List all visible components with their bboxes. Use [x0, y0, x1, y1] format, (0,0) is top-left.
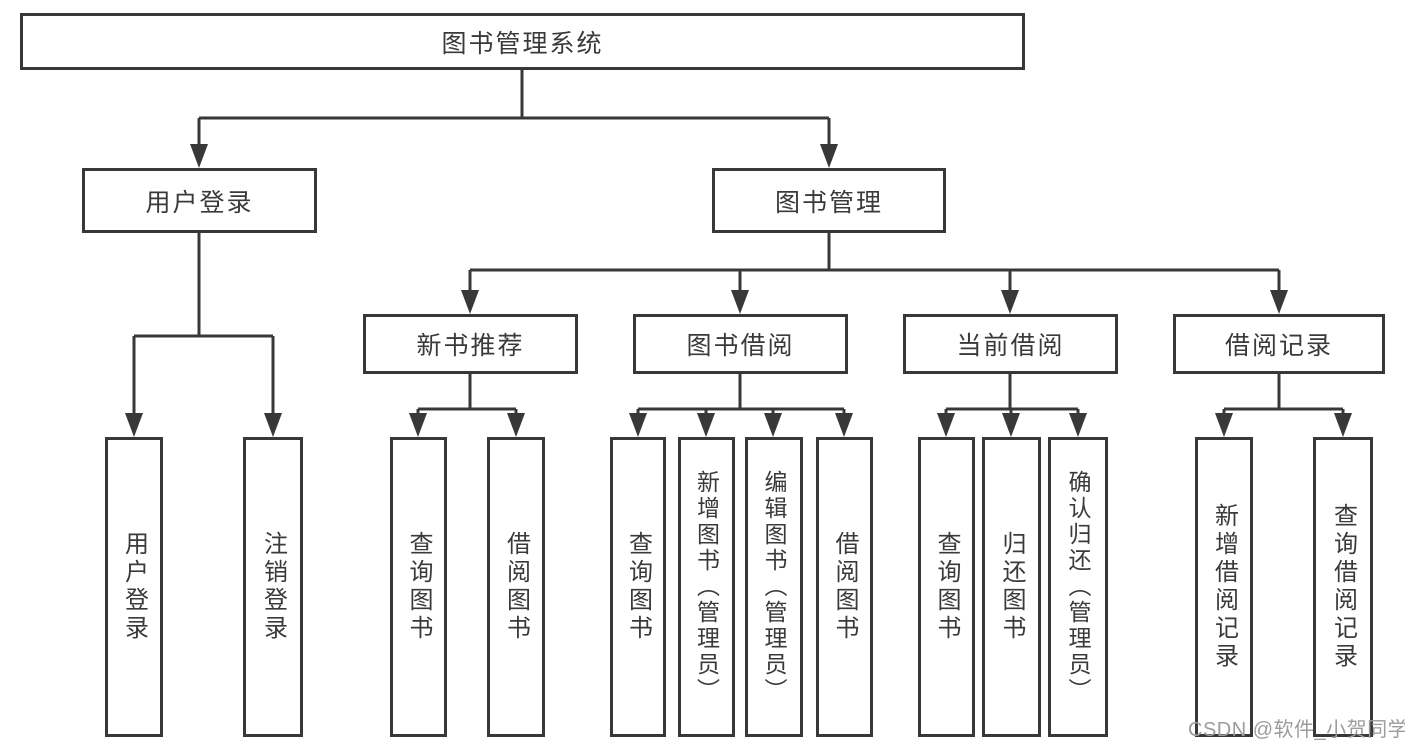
leaf-add-books-admin: 新增图书（管理员）	[678, 437, 735, 737]
node-label: 新增图书（管理员）	[693, 470, 720, 704]
connector-book-borrow-children	[629, 374, 853, 437]
leaf-query-borrow-record: 查询借阅记录	[1313, 437, 1373, 737]
leaf-query-books: 查询图书	[918, 437, 975, 737]
node-label: 确认归还（管理员）	[1065, 470, 1091, 704]
node-label: 查询图书	[933, 531, 960, 643]
node-label: 用户登录	[120, 531, 148, 643]
arrowhead	[764, 413, 782, 437]
leaf-borrow-books: 借阅图书	[816, 437, 873, 737]
node-label: 当前借阅	[956, 332, 1065, 360]
arrowhead	[731, 290, 749, 314]
node-label: 用户登录	[145, 188, 254, 217]
node-label: 编辑图书（管理员）	[761, 470, 787, 704]
node-label: 注销登录	[259, 531, 287, 643]
arrowhead	[125, 413, 143, 437]
node-user-login: 用户登录	[82, 168, 317, 233]
node-label: 借阅图书	[502, 531, 530, 643]
arrowhead	[264, 413, 282, 437]
connector-book-mgmt-children	[461, 233, 1288, 314]
node-label: 借阅图书	[831, 531, 858, 643]
leaf-edit-books-admin: 编辑图书（管理员）	[745, 437, 803, 737]
node-label: 查询图书	[405, 531, 432, 643]
node-book-borrowing: 图书借阅	[633, 314, 848, 374]
leaf-query-books: 查询图书	[390, 437, 447, 737]
arrowhead	[409, 413, 427, 437]
leaf-borrow-books: 借阅图书	[487, 437, 545, 737]
arrowhead	[1002, 413, 1020, 437]
arrowhead	[461, 290, 479, 314]
node-label: 新增借阅记录	[1210, 503, 1238, 671]
node-label: 图书借阅	[686, 332, 795, 360]
node-label: 图书管理系统	[441, 29, 604, 58]
leaf-return-books: 归还图书	[982, 437, 1041, 737]
arrowhead	[1001, 290, 1019, 314]
node-label: 归还图书	[998, 531, 1025, 643]
node-label: 新书推荐	[416, 332, 525, 360]
arrowhead	[1215, 413, 1233, 437]
arrowhead	[1069, 413, 1087, 437]
node-current-borrowing: 当前借阅	[903, 314, 1118, 374]
arrowhead	[190, 144, 208, 168]
connector-borrow-records-children	[1215, 374, 1352, 437]
arrowhead	[835, 413, 853, 437]
node-label: 借阅记录	[1224, 332, 1333, 360]
node-label: 查询借阅记录	[1329, 503, 1357, 671]
leaf-add-borrow-record: 新增借阅记录	[1195, 437, 1253, 737]
arrowhead	[937, 413, 955, 437]
arrowhead	[1270, 290, 1288, 314]
node-label: 图书管理	[774, 188, 883, 217]
arrowhead	[820, 144, 838, 168]
watermark: CSDN @软件_小贺同学	[1188, 719, 1405, 741]
node-borrowing-records: 借阅记录	[1173, 314, 1385, 374]
node-new-book-recommendation: 新书推荐	[363, 314, 578, 374]
leaf-logout: 注销登录	[243, 437, 303, 737]
arrowhead	[1334, 413, 1352, 437]
leaf-user-login: 用户登录	[105, 437, 163, 737]
arrowhead	[697, 413, 715, 437]
arrowhead	[507, 413, 525, 437]
connector-current-borrow-children	[937, 374, 1087, 437]
node-library-management-system: 图书管理系统	[20, 13, 1025, 70]
node-book-management: 图书管理	[712, 168, 946, 233]
connector-user-login-children	[125, 233, 282, 437]
arrowhead	[629, 413, 647, 437]
leaf-query-books: 查询图书	[610, 437, 666, 737]
connector-new-book-rec-children	[409, 374, 525, 437]
node-label: 查询图书	[624, 531, 652, 643]
leaf-confirm-return-admin: 确认归还（管理员）	[1048, 437, 1108, 737]
connector-root-children	[190, 70, 838, 168]
